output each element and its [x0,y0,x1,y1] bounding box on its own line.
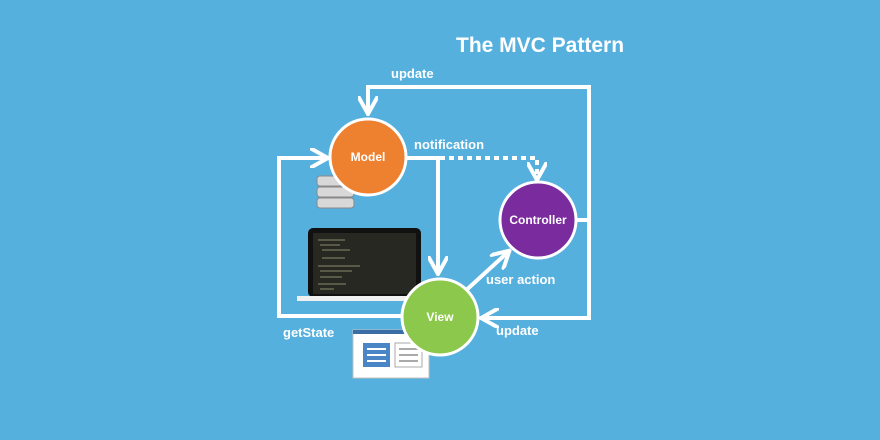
update-top-label: update [391,66,434,81]
controller-label: Controller [509,213,567,227]
get-state-label: getState [283,325,335,340]
user-action-arrow [460,252,508,296]
notification-arrow [440,156,537,178]
user-action-label: user action [486,272,556,287]
get-state-arrow [277,158,404,318]
model-node: Model [328,117,408,197]
model-to-view-arrow [404,156,438,272]
model-label: Model [351,150,386,164]
controller-node: Controller [498,180,578,260]
view-label: View [426,310,454,324]
view-node: View [400,277,480,357]
diagram-title: The MVC Pattern [456,34,625,57]
update-bottom-arrow [483,220,591,318]
update-top-arrow [368,85,591,222]
notification-label: notification [414,137,485,152]
update-bottom-label: update [496,323,539,338]
laptop-code-icon [297,228,436,301]
